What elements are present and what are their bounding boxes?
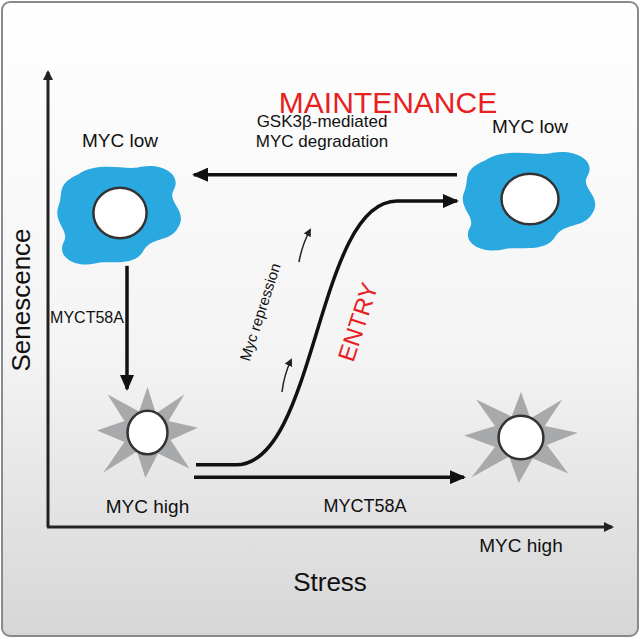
blue-cell xyxy=(455,144,605,254)
blue-cell xyxy=(50,158,190,268)
connector-arrow xyxy=(125,266,129,389)
small-arrow xyxy=(299,230,310,262)
axis-label: Stress xyxy=(293,568,367,598)
y-axis xyxy=(47,72,50,527)
cell-node: MYC low xyxy=(455,116,605,254)
cell-label: MYC high xyxy=(479,535,562,557)
axis-label: Senescence xyxy=(7,228,37,371)
cell-label: MYC low xyxy=(492,116,568,138)
cell-label: MYC low xyxy=(82,130,158,152)
gray-cell xyxy=(95,385,200,480)
small-arrow xyxy=(282,360,291,392)
cell-label: MYC high xyxy=(106,496,189,518)
x-axis xyxy=(47,526,612,529)
cell-node: MYC high xyxy=(95,385,200,518)
connector-arrow xyxy=(194,475,464,479)
arrow-label: MYCT58A xyxy=(323,496,406,517)
gray-cell xyxy=(462,390,580,485)
cell-node: MYC low xyxy=(50,130,190,268)
arrow-label: GSK3β-mediated MYC degradation xyxy=(237,112,407,151)
connector-arrow xyxy=(194,173,457,177)
cell-node: MYC high xyxy=(462,390,580,557)
connector-arrow xyxy=(196,201,457,465)
arrow-label: MYCT58A xyxy=(50,309,124,327)
